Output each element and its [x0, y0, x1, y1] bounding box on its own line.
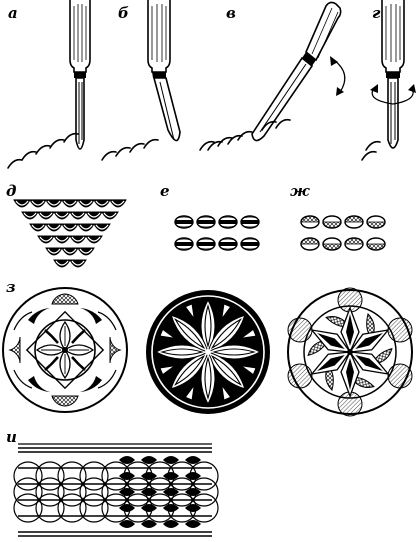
scallop	[69, 259, 87, 268]
rosette-3	[287, 287, 413, 417]
band-circle	[79, 493, 109, 523]
label-v: в	[226, 4, 236, 22]
lens-cut	[141, 472, 157, 480]
label-e: е	[160, 182, 170, 200]
lens-cut	[141, 456, 157, 464]
band-circle	[13, 461, 43, 491]
lens-cut	[185, 504, 201, 512]
petal	[206, 344, 262, 360]
band-circle	[35, 461, 65, 491]
lens-cut	[119, 520, 135, 528]
lens-cut	[141, 488, 157, 496]
hatched-lobe	[387, 317, 413, 343]
label-d: д	[6, 182, 16, 200]
band-circle	[13, 493, 43, 523]
lens-cut	[185, 520, 201, 528]
oval-cuts-e	[174, 215, 260, 251]
gouge-tilted-b	[147, 0, 181, 142]
band-circle	[35, 477, 65, 507]
petal	[200, 298, 216, 354]
border-band-i	[13, 443, 219, 537]
lens-cut	[163, 504, 179, 512]
rotation-arrow-g	[370, 84, 416, 105]
petal	[170, 314, 209, 353]
scale-triangle-d	[13, 199, 127, 268]
hatched-lobe	[287, 317, 313, 343]
lens-cut	[185, 488, 201, 496]
gouge-angled-v	[251, 1, 342, 142]
petal	[154, 344, 210, 360]
scallop	[85, 235, 103, 244]
lens-cut	[185, 472, 201, 480]
label-g: г	[372, 4, 381, 22]
band-circle	[57, 493, 87, 523]
scallop	[101, 211, 119, 220]
label-b: б	[118, 4, 129, 22]
label-z: з	[6, 278, 16, 296]
hatched-lobe	[387, 363, 413, 389]
cut-row-b	[101, 138, 159, 161]
cut-row-v	[199, 118, 291, 151]
lens-cut	[119, 456, 135, 464]
band-circle	[35, 493, 65, 523]
gouge-rotated-g	[381, 0, 405, 149]
band-circle	[79, 461, 109, 491]
scallop	[93, 223, 111, 232]
cut-row-a	[7, 132, 79, 169]
lens-cut	[163, 488, 179, 496]
band-circle	[57, 461, 87, 491]
lens-cut	[163, 472, 179, 480]
lens-cut	[141, 504, 157, 512]
petal	[207, 351, 246, 390]
label-a: а	[8, 4, 18, 22]
lens-cut	[119, 488, 135, 496]
lens-cut	[185, 456, 201, 464]
rotation-arrow-v	[330, 56, 346, 96]
band-circle	[57, 477, 87, 507]
oval-cuts-zh	[300, 215, 386, 251]
rosette-2	[146, 290, 270, 414]
petal	[207, 314, 246, 353]
petal	[170, 351, 209, 390]
lens-cut	[119, 504, 135, 512]
lens-cut	[141, 520, 157, 528]
lens-cut	[163, 520, 179, 528]
lens-cut	[163, 456, 179, 464]
petal	[200, 350, 216, 406]
hatched-lobe	[287, 363, 313, 389]
rosette-1	[2, 287, 128, 413]
label-i: и	[6, 428, 17, 446]
label-zh: ж	[290, 182, 310, 200]
band-circle	[79, 477, 109, 507]
cut-row-g	[361, 140, 381, 161]
scallop	[77, 247, 95, 256]
band-circle	[13, 477, 43, 507]
gouge-vertical-a	[69, 0, 91, 150]
lens-cut	[119, 472, 135, 480]
